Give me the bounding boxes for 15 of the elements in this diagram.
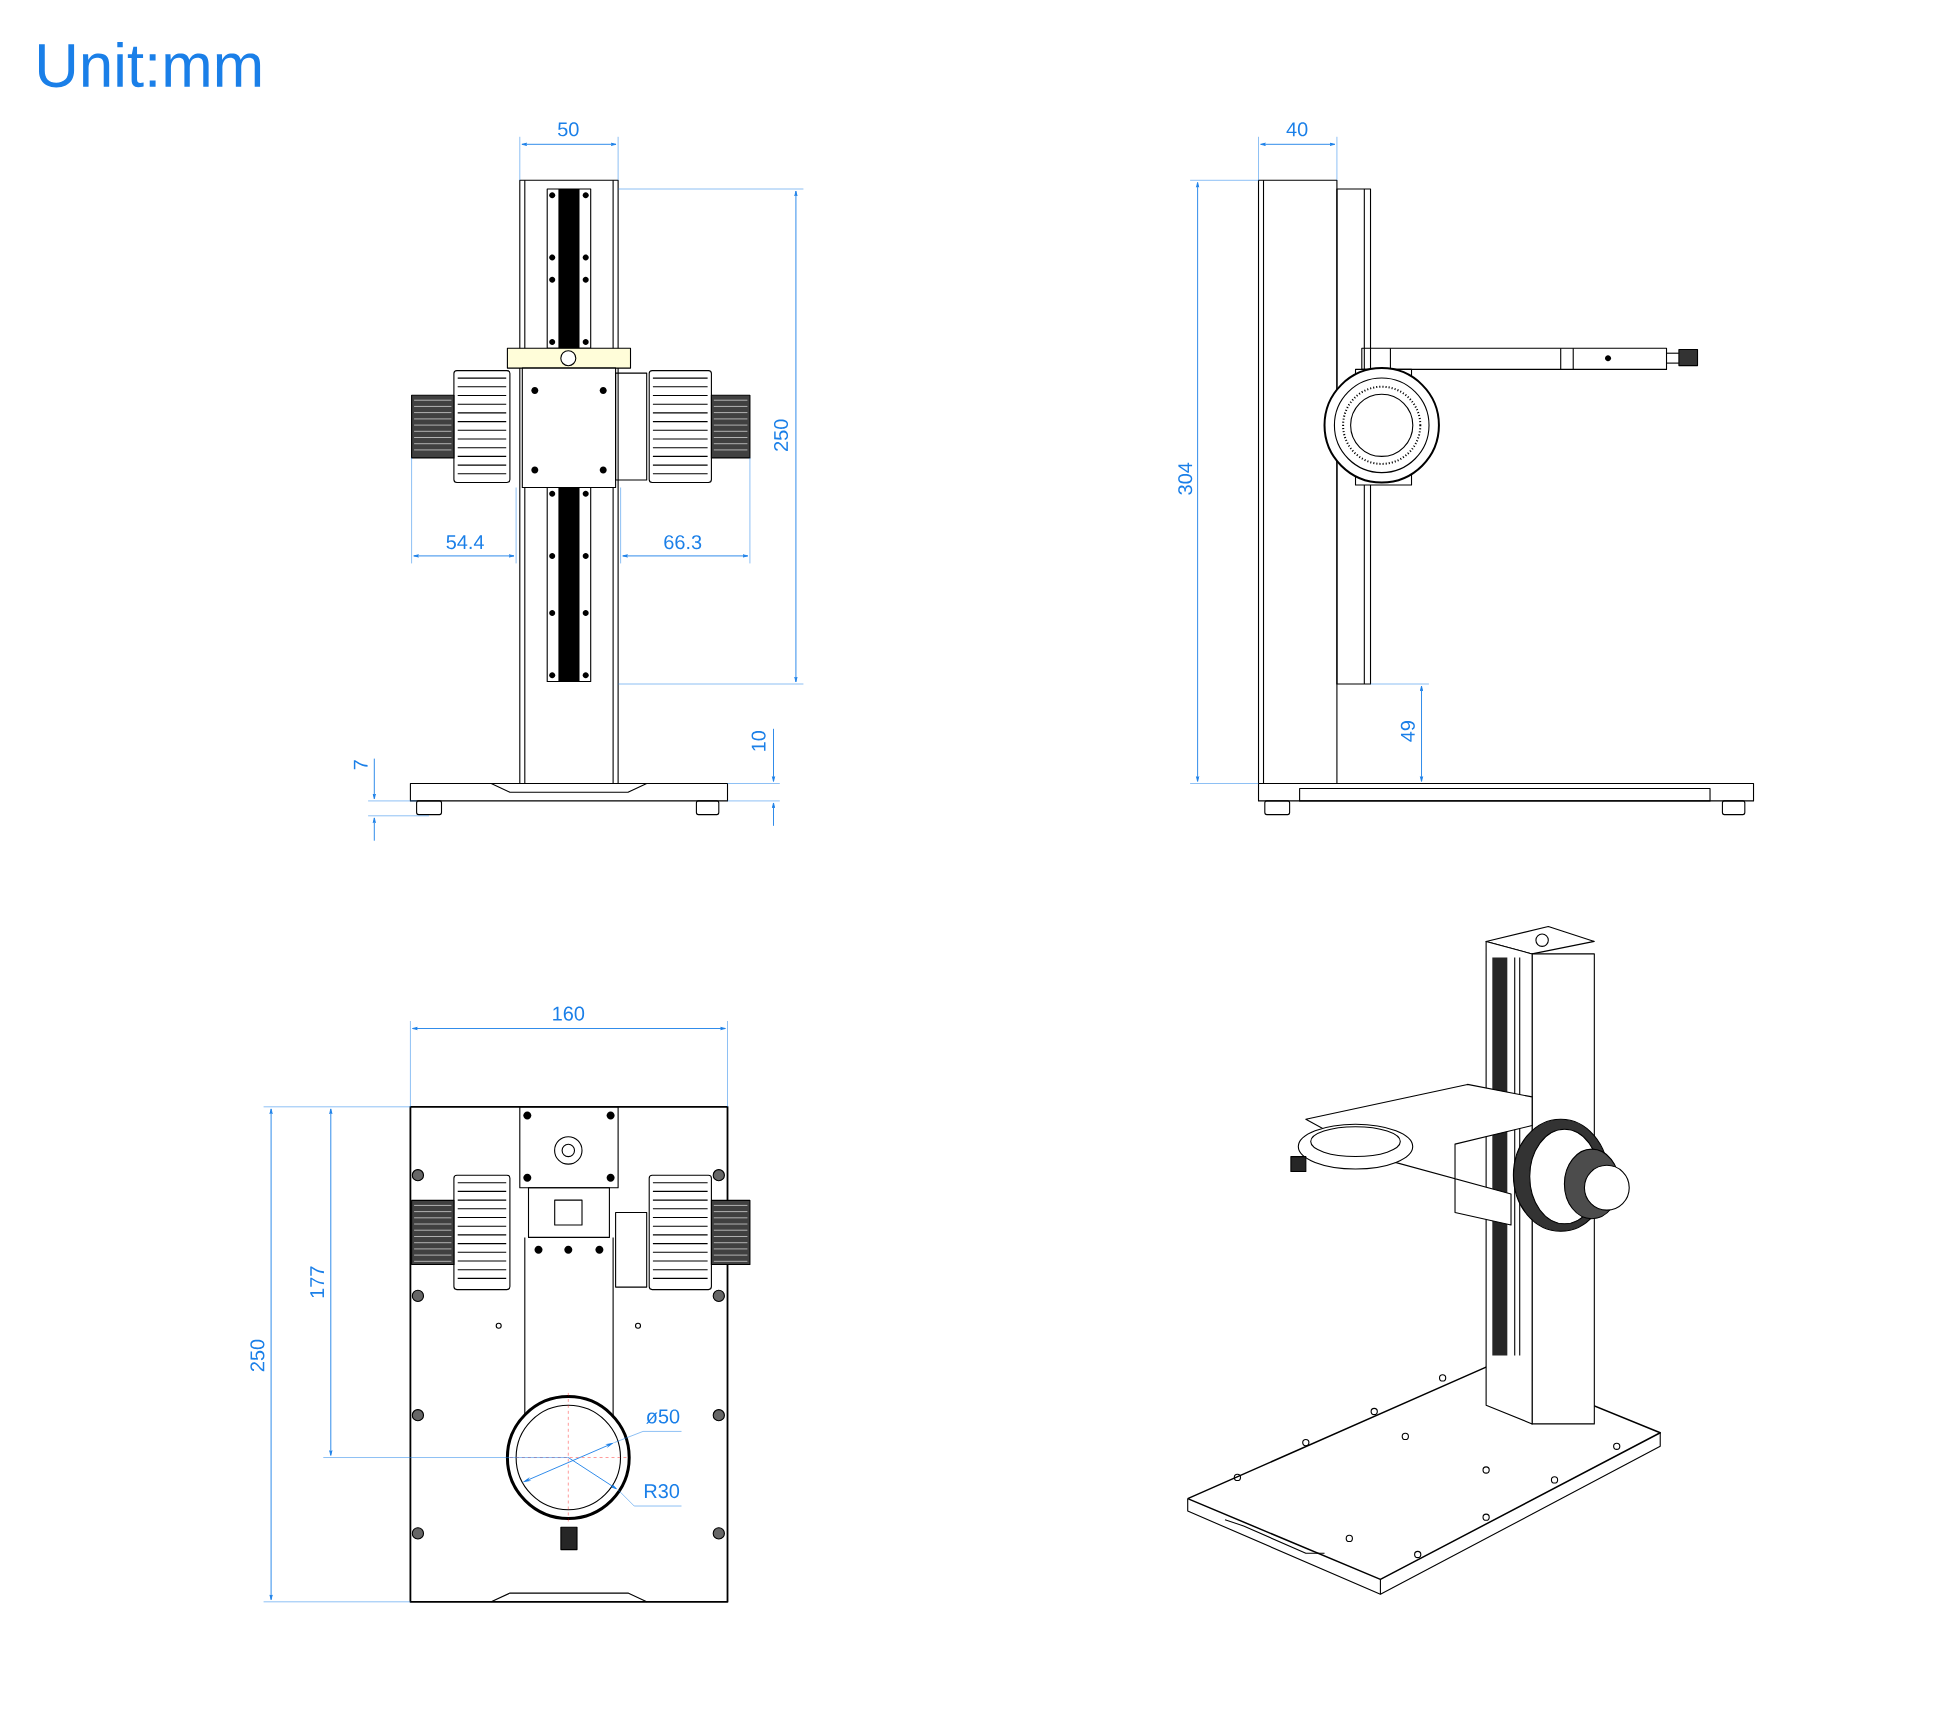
dimension-label: 54.4	[446, 535, 484, 550]
dimension-label: 304	[1178, 462, 1193, 495]
dimension-label: 7	[353, 760, 368, 770]
dimension-label: 66.3	[664, 535, 702, 550]
dimension-label: 10	[751, 730, 766, 751]
dimension-label: 250	[250, 1339, 265, 1372]
dimension-label: 40	[1286, 122, 1308, 137]
dimension-label: 50	[558, 122, 579, 137]
dimension-label: ø50	[646, 1409, 680, 1424]
dimension-label: R30	[644, 1484, 680, 1499]
dimension-label: 177	[310, 1266, 324, 1298]
unit-note: Unit:mm	[39, 42, 261, 88]
dimension-label: 250	[773, 419, 789, 451]
dimension-label: 160	[553, 1006, 585, 1021]
dimension-label: 49	[1400, 721, 1415, 742]
